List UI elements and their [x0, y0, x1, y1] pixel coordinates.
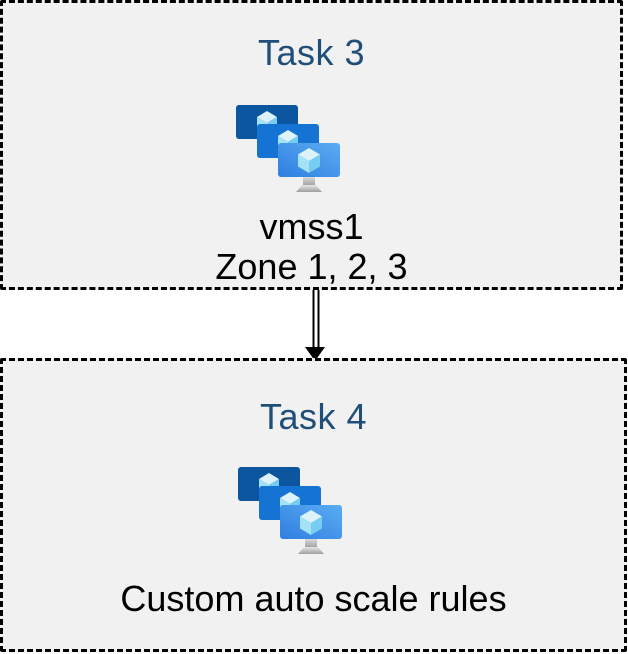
- task3-label: vmss1 Zone 1, 2, 3: [215, 207, 407, 287]
- vm-scale-sets-icon: [235, 105, 340, 192]
- zone-text: Zone 1, 2, 3: [215, 246, 408, 287]
- task4-label: Custom auto scale rules: [120, 579, 506, 619]
- task4-box: Task 4 Custom auto scale rules: [0, 358, 627, 652]
- autoscale-rules-text: Custom auto scale rules: [120, 578, 507, 619]
- task3-box: Task 3 vmss1 Zone 1, 2, 3: [0, 0, 623, 290]
- vmss-name-text: vmss1: [259, 206, 364, 247]
- task4-title: Task 4: [259, 396, 368, 437]
- task3-title: Task 3: [257, 32, 366, 73]
- arrowhead-icon: [305, 347, 325, 361]
- vm-scale-sets-icon: [237, 467, 342, 554]
- down-arrow-connector: [305, 290, 325, 361]
